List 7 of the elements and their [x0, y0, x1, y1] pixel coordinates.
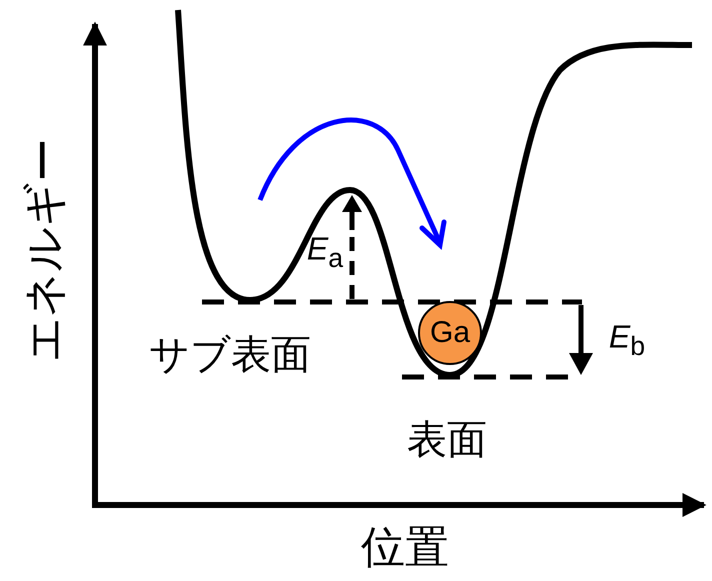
region-label: サブ表面	[149, 335, 311, 375]
axis-label: エネルギー	[23, 138, 67, 362]
axis-label: 位置	[361, 526, 449, 570]
energy-label: E$_{a}$	[306, 232, 344, 272]
ball: Ga	[418, 301, 482, 365]
region-label: 表面	[407, 420, 487, 460]
energy-label: E$_{b}$	[608, 320, 646, 360]
